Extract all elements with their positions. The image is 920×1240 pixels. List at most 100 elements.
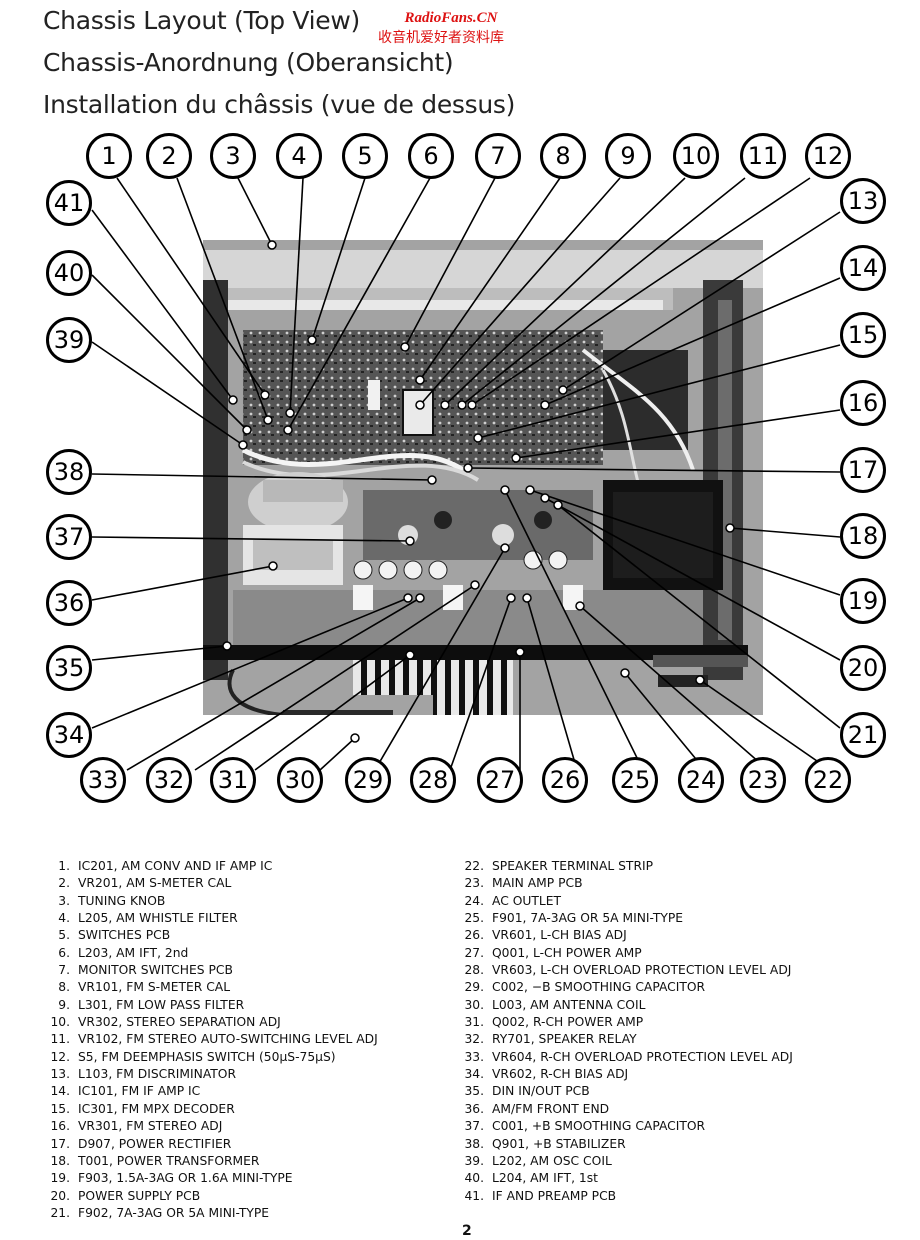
- legend-number: 27.: [464, 945, 484, 960]
- list-item: 18. T001, POWER TRANSFORMER: [38, 1153, 378, 1170]
- legend-number: 18.: [50, 1153, 70, 1168]
- callout-14: 14: [840, 245, 886, 291]
- legend-text: RY701, SPEAKER RELAY: [492, 1032, 637, 1047]
- legend-number: 36.: [464, 1101, 484, 1116]
- legend-number: 31.: [464, 1015, 484, 1030]
- list-item: 13. L103, FM DISCRIMINATOR: [38, 1066, 378, 1083]
- legend-number: 2.: [58, 876, 70, 891]
- list-item: 39. L202, AM OSC COIL: [452, 1153, 793, 1170]
- legend-text: Q901, +B STABILIZER: [492, 1136, 626, 1151]
- list-item: 25. F901, 7A-3AG OR 5A MINI-TYPE: [452, 910, 793, 927]
- list-item: 17.D907, POWER RECTIFIER: [38, 1136, 378, 1153]
- legend-text: VR301, FM STEREO ADJ: [78, 1119, 223, 1134]
- callout-32: 32: [146, 757, 192, 803]
- legend-number: 11.: [50, 1032, 70, 1047]
- legend-text: MONITOR SWITCHES PCB: [78, 963, 233, 978]
- legend-number: 15.: [50, 1101, 70, 1116]
- list-item: 8.VR101, FM S-METER CAL: [38, 979, 378, 996]
- legend-number: 24.: [464, 893, 484, 908]
- legend-text: L204, AM IFT, 1st: [492, 1171, 598, 1186]
- legend-number: 30.: [464, 997, 484, 1012]
- callout-36: 36: [46, 580, 92, 626]
- legend-number: 6.: [58, 945, 70, 960]
- legend-number: 14.: [50, 1084, 70, 1099]
- callout-41: 41: [46, 180, 92, 226]
- legend-number: 20.: [50, 1188, 70, 1203]
- list-item: 24.AC OUTLET: [452, 893, 793, 910]
- callout-5: 5: [342, 133, 388, 179]
- legend-text: L202, AM OSC COIL: [492, 1153, 612, 1168]
- legend-text: MAIN AMP PCB: [492, 876, 583, 891]
- legend-number: 25.: [464, 911, 484, 926]
- legend-number: 33.: [464, 1049, 484, 1064]
- legend-number: 21.: [50, 1205, 70, 1220]
- legend-text: L103, FM DISCRIMINATOR: [78, 1067, 237, 1082]
- legend-number: 12.: [50, 1049, 70, 1064]
- legend-number: 10.: [50, 1015, 70, 1030]
- legend-text: VR604, R-CH OVERLOAD PROTECTION LEVEL AD…: [492, 1049, 793, 1064]
- legend-text: C001, +B SMOOTHING CAPACITOR: [492, 1119, 706, 1134]
- callout-27: 27: [477, 757, 523, 803]
- list-item: 19.F903, 1.5A-3AG OR 1.6A MINI-TYPE: [38, 1170, 378, 1187]
- list-item: 5.SWITCHES PCB: [38, 927, 378, 944]
- watermark-site: RadioFans.CN: [404, 10, 498, 26]
- legend-number: 35.: [464, 1084, 484, 1099]
- callout-34: 34: [46, 712, 92, 758]
- list-item: 40.L204, AM IFT, 1st: [452, 1170, 793, 1187]
- legend-text: D907, POWER RECTIFIER: [78, 1136, 232, 1151]
- legend-number: 8.: [58, 980, 70, 995]
- legend-text: IF AND PREAMP PCB: [492, 1188, 617, 1203]
- chassis-photo-illustration: [203, 240, 763, 715]
- legend-number: 16.: [50, 1119, 70, 1134]
- callout-35: 35: [46, 645, 92, 691]
- list-item: 7. MONITOR SWITCHES PCB: [38, 962, 378, 979]
- callout-37: 37: [46, 514, 92, 560]
- legend-text: S5, FM DEEMPHASIS SWITCH (50μS-75μS): [78, 1049, 336, 1064]
- callout-38: 38: [46, 449, 92, 495]
- list-item: 10.VR302, STEREO SEPARATION ADJ: [38, 1014, 378, 1031]
- legend-number: 39.: [464, 1153, 484, 1168]
- callout-33: 33: [80, 757, 126, 803]
- legend-number: 3.: [58, 893, 70, 908]
- legend-number: 29.: [464, 980, 484, 995]
- legend-text: F901, 7A-3AG OR 5A MINI-TYPE: [492, 911, 684, 926]
- list-item: 12. S5, FM DEEMPHASIS SWITCH (50μS-75μS): [38, 1049, 378, 1066]
- list-item: 30.L003, AM ANTENNA COIL: [452, 997, 793, 1014]
- callout-19: 19: [840, 578, 886, 624]
- list-item: 11. VR102, FM STEREO AUTO-SWITCHING LEVEL…: [38, 1031, 378, 1048]
- page-number: 2: [462, 1223, 472, 1239]
- legend-number: 7.: [58, 963, 70, 978]
- title-german: Chassis-Anordnung (Oberansicht): [43, 48, 454, 77]
- legend-text: AM/FM FRONT END: [492, 1101, 610, 1116]
- legend-text: C002, −B SMOOTHING CAPACITOR: [492, 980, 706, 995]
- legend-text: Q001, L-CH POWER AMP: [492, 945, 642, 960]
- legend-number: 26.: [464, 928, 484, 943]
- list-item: 16. VR301, FM STEREO ADJ: [38, 1118, 378, 1135]
- legend-text: F902, 7A-3AG OR 5A MINI-TYPE: [78, 1205, 270, 1220]
- callout-31: 31: [210, 757, 256, 803]
- legend-number: 9.: [58, 997, 70, 1012]
- list-item: 37.C001, +B SMOOTHING CAPACITOR: [452, 1118, 793, 1135]
- legend-number: 34.: [464, 1067, 484, 1082]
- legend-text: IC201, AM CONV AND IF AMP IC: [78, 859, 273, 873]
- legend-number: 32.: [464, 1032, 484, 1047]
- legend-text: VR603, L-CH OVERLOAD PROTECTION LEVEL AD…: [492, 963, 792, 978]
- list-item: 23.MAIN AMP PCB: [452, 875, 793, 892]
- list-item: 22.SPEAKER TERMINAL STRIP: [452, 858, 793, 875]
- list-item: 1. IC201, AM CONV AND IF AMP IC: [38, 858, 378, 875]
- list-item: 4.L205, AM WHISTLE FILTER: [38, 910, 378, 927]
- callout-23: 23: [740, 757, 786, 803]
- callout-22: 22: [805, 757, 851, 803]
- legend-text: VR102, FM STEREO AUTO-SWITCHING LEVEL AD…: [78, 1032, 378, 1047]
- legend-number: 1.: [58, 859, 70, 873]
- legend-right: 22.SPEAKER TERMINAL STRIP 23.MAIN AMP PC…: [452, 858, 793, 1205]
- callout-24: 24: [678, 757, 724, 803]
- callout-25: 25: [612, 757, 658, 803]
- legend-text: SPEAKER TERMINAL STRIP: [492, 859, 654, 873]
- legend-number: 13.: [50, 1067, 70, 1082]
- list-item: 14.IC101, FM IF AMP IC: [38, 1083, 378, 1100]
- legend-text: T001, POWER TRANSFORMER: [78, 1153, 260, 1168]
- legend-text: DIN IN/OUT PCB: [492, 1084, 590, 1099]
- list-item: 2.VR201, AM S-METER CAL: [38, 875, 378, 892]
- list-item: 28.VR603, L-CH OVERLOAD PROTECTION LEVEL…: [452, 962, 793, 979]
